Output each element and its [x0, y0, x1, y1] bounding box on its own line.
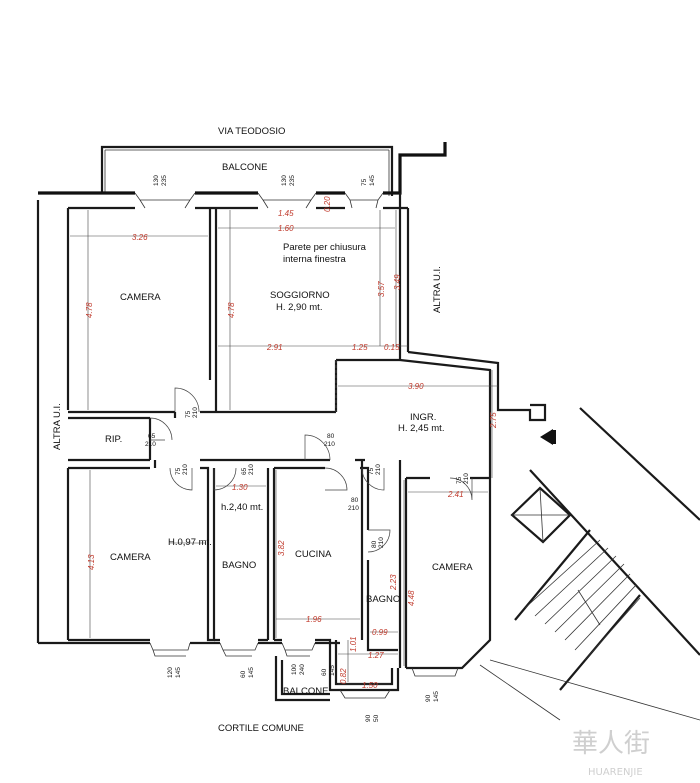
- window-1-dim-b: 235: [161, 175, 168, 186]
- bottom-windows: [149, 642, 459, 699]
- watermark-cjk: 華人街: [572, 729, 650, 759]
- bottom-window-4-dim-a: 60: [321, 668, 328, 676]
- dim-1-96: 1.96: [306, 615, 322, 624]
- dim-3-26: 3.26: [132, 233, 148, 242]
- staircase: [479, 407, 700, 721]
- dim-0-99: 0.99: [372, 628, 388, 637]
- door-cam3-dim-a: 75: [456, 476, 463, 484]
- window-3-dim-a: 75: [361, 178, 368, 186]
- balcony-bottom-label: BALCONE: [283, 686, 328, 697]
- door-ingr-dim-a: 80: [327, 433, 335, 440]
- neighbor-left-label: ALTRA U.I.: [52, 403, 63, 450]
- room-soggiorno-height: H. 2,90 mt.: [276, 302, 322, 313]
- dimension-lines: [70, 210, 498, 685]
- room-soggiorno-label: SOGGIORNO: [270, 290, 330, 301]
- room-camera-3-label: CAMERA: [432, 562, 473, 573]
- window-1-dim-a: 130: [153, 175, 160, 186]
- dim-4-78-a: 4.78: [85, 302, 94, 318]
- bottom-window-2-dim-a: 60: [240, 670, 247, 678]
- dim-3-49: 3.49: [393, 274, 402, 290]
- room-camera-2-label: CAMERA: [110, 552, 151, 563]
- window-2-dim-a: 130: [281, 175, 288, 186]
- dim-4-13: 4.13: [87, 554, 96, 570]
- bottom-window-1-dim-a: 120: [167, 667, 174, 678]
- interior-walls: [68, 208, 492, 692]
- dim-4-78-b: 4.78: [227, 302, 236, 318]
- door-cam2-dim-a: 75: [175, 467, 182, 475]
- bottom-window-5-dim-b: 50: [373, 714, 380, 722]
- balcony-top: [100, 145, 394, 196]
- bottom-window-1-dim-b: 145: [175, 667, 182, 678]
- bottom-window-6-dim-a: 90: [425, 694, 432, 702]
- room-camera-2-height: H.0,97 mt.: [168, 537, 212, 548]
- note-line-1: Parete per chiusura: [283, 242, 367, 253]
- dim-1-30: 1.30: [232, 483, 248, 492]
- dim-1-60: 1.60: [278, 224, 294, 233]
- room-camera-1-label: CAMERA: [120, 292, 161, 303]
- door-cucina-dim-b: 210: [348, 505, 359, 512]
- dim-1-27: 1.27: [368, 651, 384, 660]
- dim-0-82: 0.82: [339, 668, 348, 684]
- door-ingr-dim-b: 210: [324, 441, 335, 448]
- entrance-arrow-icon: [540, 429, 553, 445]
- balcony-top-label: BALCONE: [222, 162, 267, 173]
- door-bagno1-dim-a: 65: [241, 467, 248, 475]
- dim-3-57: 3.57: [377, 281, 386, 297]
- door-cuc2-dim-b: 210: [375, 464, 382, 475]
- room-ingresso-height: H. 2,45 mt.: [398, 423, 444, 434]
- door-cam3-dim-b: 210: [463, 473, 470, 484]
- door-cam2-dim-b: 210: [182, 464, 189, 475]
- room-ripostiglio-label: RIP.: [105, 434, 122, 445]
- outer-walls: [36, 142, 547, 645]
- bottom-window-6-dim-b: 145: [433, 691, 440, 702]
- bottom-window-4-dim-b: 145: [329, 665, 336, 676]
- dim-0-20: 0.20: [323, 196, 332, 212]
- watermark-latin: HUARENJIE: [588, 767, 643, 778]
- room-ingresso-label: INGR.: [410, 412, 436, 423]
- dim-3-82: 3.82: [277, 540, 286, 556]
- door-cuc2-dim-a: 75: [368, 467, 375, 475]
- window-3-dim-b: 145: [369, 175, 376, 186]
- room-bagno-1-label: BAGNO: [222, 560, 256, 571]
- dim-2-91: 2.91: [266, 343, 283, 352]
- dim-1-25: 1.25: [352, 343, 368, 352]
- room-cucina-label: CUCINA: [295, 549, 332, 560]
- dim-1-01: 1.01: [349, 636, 358, 652]
- door-bagno1-dim-b: 210: [248, 464, 255, 475]
- courtyard-label: CORTILE COMUNE: [218, 723, 304, 734]
- bottom-window-2-dim-b: 145: [248, 667, 255, 678]
- dim-2-75: 2.75: [489, 412, 498, 429]
- room-bagno-1-height: h.2,40 mt.: [221, 502, 263, 513]
- door-rip2-dim-a: 65: [148, 433, 156, 440]
- dim-2-41: 2.41: [447, 490, 464, 499]
- door-rip2-dim-b: 210: [145, 441, 156, 448]
- bottom-window-3-dim-a: 100: [291, 664, 298, 675]
- door-rip-dim-b: 210: [192, 407, 199, 418]
- room-bagno-2-label: BAGNO: [366, 594, 400, 605]
- entrance-arrow-tail: [551, 430, 556, 444]
- note-line-2: interna finestra: [283, 254, 347, 265]
- dim-1-50: 1.50: [362, 681, 378, 690]
- window-2-dim-b: 235: [289, 175, 296, 186]
- dim-1-45: 1.45: [278, 209, 294, 218]
- dim-4-48: 4.48: [407, 590, 416, 606]
- door-bagno2-dim-a: 80: [371, 540, 378, 548]
- door-rip-dim-a: 75: [185, 410, 192, 418]
- street-label: VIA TEODOSIO: [218, 126, 285, 137]
- doors: [149, 387, 473, 553]
- neighbor-right-label: ALTRA U.I.: [432, 266, 443, 313]
- bottom-window-3-dim-b: 240: [299, 664, 306, 675]
- door-cucina-dim-a: 80: [351, 497, 359, 504]
- dim-3-90: 3.90: [408, 382, 424, 391]
- balcony-bottom: [274, 656, 330, 702]
- dim-0-15: 0.15: [384, 343, 400, 352]
- bottom-window-5-dim-a: 90: [365, 714, 372, 722]
- door-bagno2-dim-b: 210: [378, 537, 385, 548]
- dim-2-23: 2.23: [389, 574, 398, 591]
